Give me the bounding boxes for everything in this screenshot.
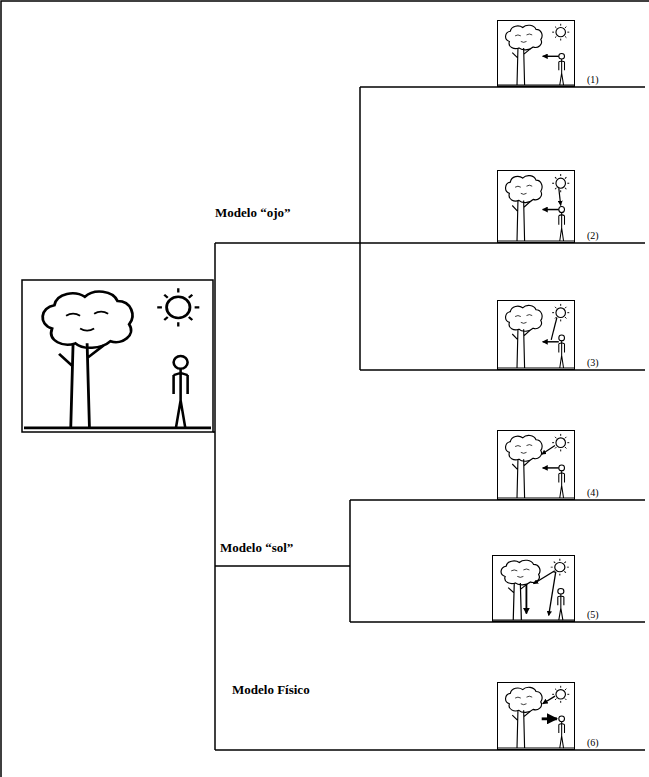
picture-panel: (3) — [497, 300, 575, 370]
picture-panel: (5) — [492, 555, 575, 622]
picture-panel: (6) — [497, 682, 575, 750]
callout-number: (1) — [586, 74, 600, 86]
picture-panel: (1) — [497, 20, 575, 87]
callout-number: (6) — [586, 737, 600, 749]
callout-number: (3) — [586, 357, 600, 369]
callout-number: (5) — [586, 609, 600, 621]
picture-panel: (2) — [497, 170, 575, 243]
picture-panel: (4) — [497, 430, 575, 500]
model-label: Modelo “sol” — [218, 540, 295, 556]
callout-number: (4) — [586, 487, 600, 499]
model-label: Modelo Físico — [230, 682, 312, 698]
callout-number: (2) — [586, 230, 600, 242]
model-label: Modelo “ojo” — [213, 205, 292, 221]
